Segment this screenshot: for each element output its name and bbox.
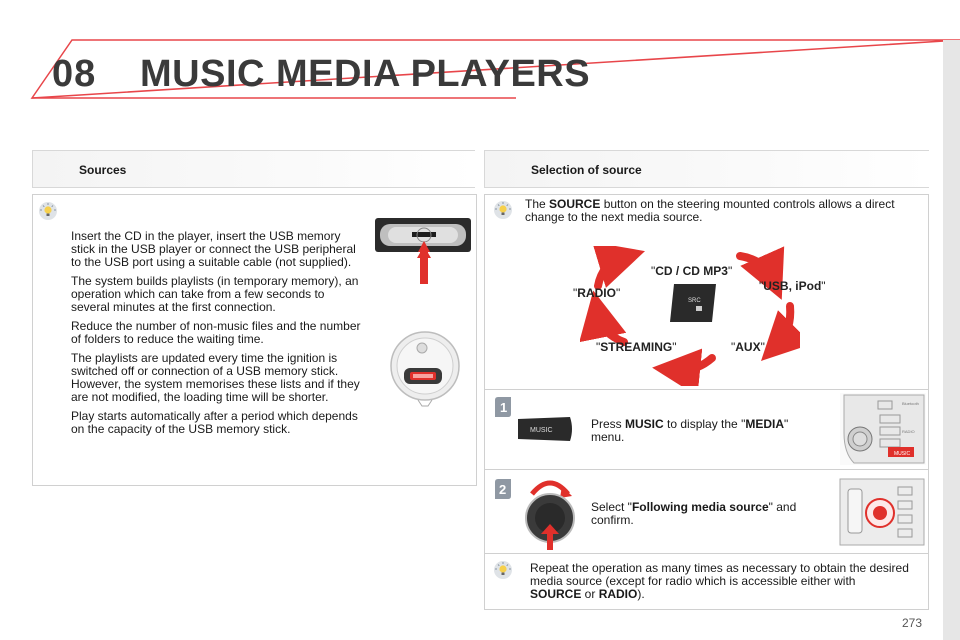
panel-bluetooth-label: Bluetooth	[902, 401, 919, 406]
radio-panel-illustration: MUSIC Bluetooth RADIO	[840, 393, 926, 465]
info-bulb-icon	[494, 561, 512, 579]
header-banner	[30, 39, 960, 99]
rotary-knob-illustration	[525, 480, 575, 550]
sources-paragraph: The playlists are updated every time the…	[71, 351, 360, 404]
music-button-illustration: MUSIC	[518, 417, 572, 441]
svg-text:1: 1	[500, 400, 507, 415]
src-button-label: SRC	[688, 298, 701, 304]
page-number: 273	[902, 616, 923, 630]
cd-player-illustration	[375, 218, 471, 286]
step-2-badge: 2	[495, 479, 511, 499]
intro-text: button on the steering mounted controls …	[525, 197, 895, 224]
repeat-text: Repeat the operation as many times as ne…	[530, 561, 909, 601]
source-usb: "USB, iPod"	[759, 279, 826, 293]
music-button-label: MUSIC	[530, 427, 553, 434]
src-button-illustration: SRC	[670, 284, 716, 322]
source-streaming: "STREAMING"	[596, 340, 677, 354]
sources-text: Insert the CD in the player, insert the …	[71, 230, 365, 442]
source-cd: "CD / CD MP3"	[651, 264, 733, 278]
step-1-text: Press MUSIC to display the "MEDIA" menu.	[591, 417, 789, 444]
sources-heading: Sources	[79, 163, 127, 177]
source-aux: "AUX"	[731, 340, 765, 354]
divider	[484, 469, 928, 470]
panel-music-label: MUSIC	[894, 451, 911, 457]
sources-heading-bar: Sources	[32, 150, 475, 188]
page-title: MUSIC MEDIA PLAYERS	[140, 53, 591, 95]
step-1-badge: 1	[495, 397, 511, 417]
intro-text: The	[525, 197, 550, 211]
info-bulb-icon	[39, 202, 57, 220]
sources-paragraph: Reduce the number of non-music files and…	[71, 319, 361, 346]
usb-port-illustration	[390, 331, 460, 407]
source-radio: "RADIO"	[573, 286, 621, 300]
side-strip	[943, 40, 960, 640]
sources-paragraph: Play starts automatically after a period…	[71, 409, 358, 436]
divider	[484, 553, 928, 554]
intro-source-bold: SOURCE	[549, 197, 601, 211]
source-intro: The SOURCE button on the steering mounte…	[525, 198, 900, 224]
sources-paragraph: Insert the CD in the player, insert the …	[71, 229, 356, 269]
svg-text:2: 2	[499, 482, 506, 497]
info-bulb-icon	[494, 201, 512, 219]
step-2-text: Select "Following media source" and conf…	[591, 500, 797, 527]
panel-radio-label: RADIO	[902, 429, 915, 434]
source-cycle-arrows	[580, 246, 800, 386]
selection-heading-bar: Selection of source	[484, 150, 929, 188]
divider	[484, 389, 928, 390]
chapter-number: 08	[52, 53, 97, 95]
selection-heading: Selection of source	[531, 163, 642, 177]
sources-paragraph: The system builds playlists (in temporar…	[71, 274, 359, 314]
controls-panel-illustration	[839, 478, 925, 546]
